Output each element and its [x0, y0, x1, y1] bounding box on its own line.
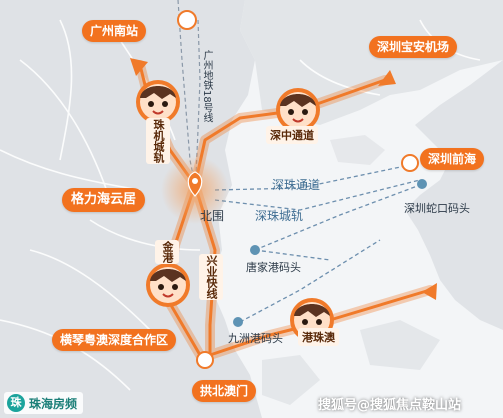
island-southwest	[262, 355, 320, 405]
label-gree-haiyunju: 格力海云居	[62, 188, 146, 212]
land-east	[405, 60, 503, 330]
route-label-gz-metro18: 广州地铁18号线	[201, 50, 212, 123]
arrow-southeast	[422, 283, 437, 300]
route-label-xingye: 兴业快线	[199, 254, 223, 300]
endpoint-gongbei	[196, 351, 214, 369]
route-label-shenzhong: 深中通道	[266, 126, 318, 144]
route-arrows	[130, 58, 437, 300]
link-shenzhu-channel	[214, 164, 411, 191]
endpoint-guangzhou	[177, 10, 197, 30]
location-pin-icon	[187, 171, 203, 197]
watermark-text: 搜狐号@搜狐焦点鞍山站	[318, 398, 462, 413]
brand-logo-icon: 珠	[7, 394, 25, 412]
label-shenzhen-airport: 深圳宝安机场	[369, 36, 458, 58]
arrow-guangzhou	[130, 58, 148, 76]
dashed-links	[214, 164, 421, 323]
endpoint-qianhai	[401, 154, 419, 172]
brand-badge: 珠 珠海房频	[4, 392, 84, 414]
island-inner	[330, 135, 385, 165]
mascot-jingang	[146, 263, 190, 307]
link-tangjia-shekou	[254, 184, 421, 251]
link-label-shenzhu-rail: 深珠城轨	[255, 209, 304, 223]
place-tangjia-port: 唐家港码头	[246, 261, 301, 274]
route-label-jingang: 金港	[155, 240, 179, 264]
link-label-shenzhu-channel: 深珠通道	[272, 178, 321, 192]
label-gongbei-macau: 拱北澳门	[192, 380, 257, 402]
label-guangzhou-south: 广州南站	[82, 20, 147, 42]
port-dots	[233, 179, 427, 327]
link-shenzhu-rail	[214, 179, 421, 211]
route-shenzhong	[193, 78, 387, 187]
gz-metro18-line-b	[195, 19, 201, 176]
arrow-shenzhen-airport	[378, 70, 396, 86]
island-southeast	[360, 320, 440, 370]
route-label-gangzhuao: 港珠澳	[298, 328, 339, 346]
port-shekou-dot	[417, 179, 427, 189]
mascot-shenzhong	[276, 88, 320, 132]
label-hengqin-zone: 横琴粤澳深度合作区	[52, 329, 177, 351]
link-jiuzhou-sea	[239, 239, 381, 323]
link-tangjia-sea	[254, 249, 331, 261]
route-label-zhuji: 珠机城轨	[146, 118, 170, 164]
brand-name: 珠海房频	[29, 396, 78, 411]
port-jiuzhou-dot	[233, 317, 243, 327]
place-jiuzhou-port: 九洲港码头	[228, 332, 283, 345]
endpoint-markers	[177, 10, 419, 369]
place-beiwei: 北围	[200, 209, 225, 223]
place-shekou-port: 深圳蛇口码头	[404, 202, 470, 215]
label-qianhai: 深圳前海	[420, 148, 485, 170]
mascot-guangzhou	[136, 80, 180, 124]
port-tangjia-dot	[250, 245, 260, 255]
